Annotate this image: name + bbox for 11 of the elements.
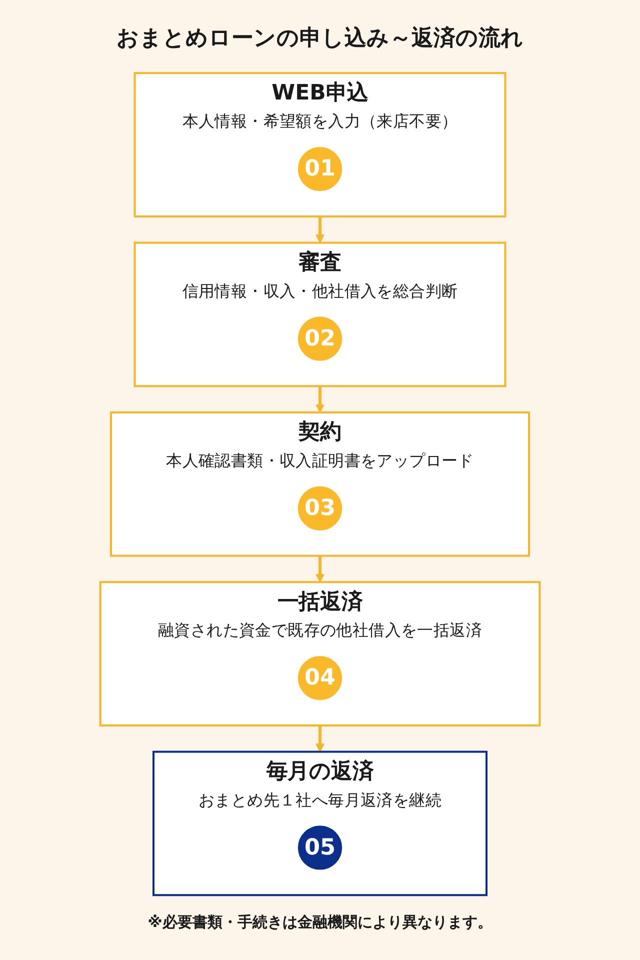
- arrow: [316, 386, 324, 413]
- node-circle: 03: [298, 486, 342, 530]
- arrow: [316, 725, 324, 752]
- node-circle: 04: [298, 656, 342, 700]
- node-circle: 05: [298, 825, 342, 870]
- footnote: ※必要書類・手続きは金融機関により異なります。: [148, 913, 492, 932]
- diagram-title: おまとめローンの申し込み～返済の流れ: [116, 24, 524, 53]
- node-circle: 02: [298, 316, 342, 361]
- arrow: [316, 216, 324, 243]
- arrow: [316, 556, 324, 582]
- node-circle: 01: [298, 146, 342, 191]
